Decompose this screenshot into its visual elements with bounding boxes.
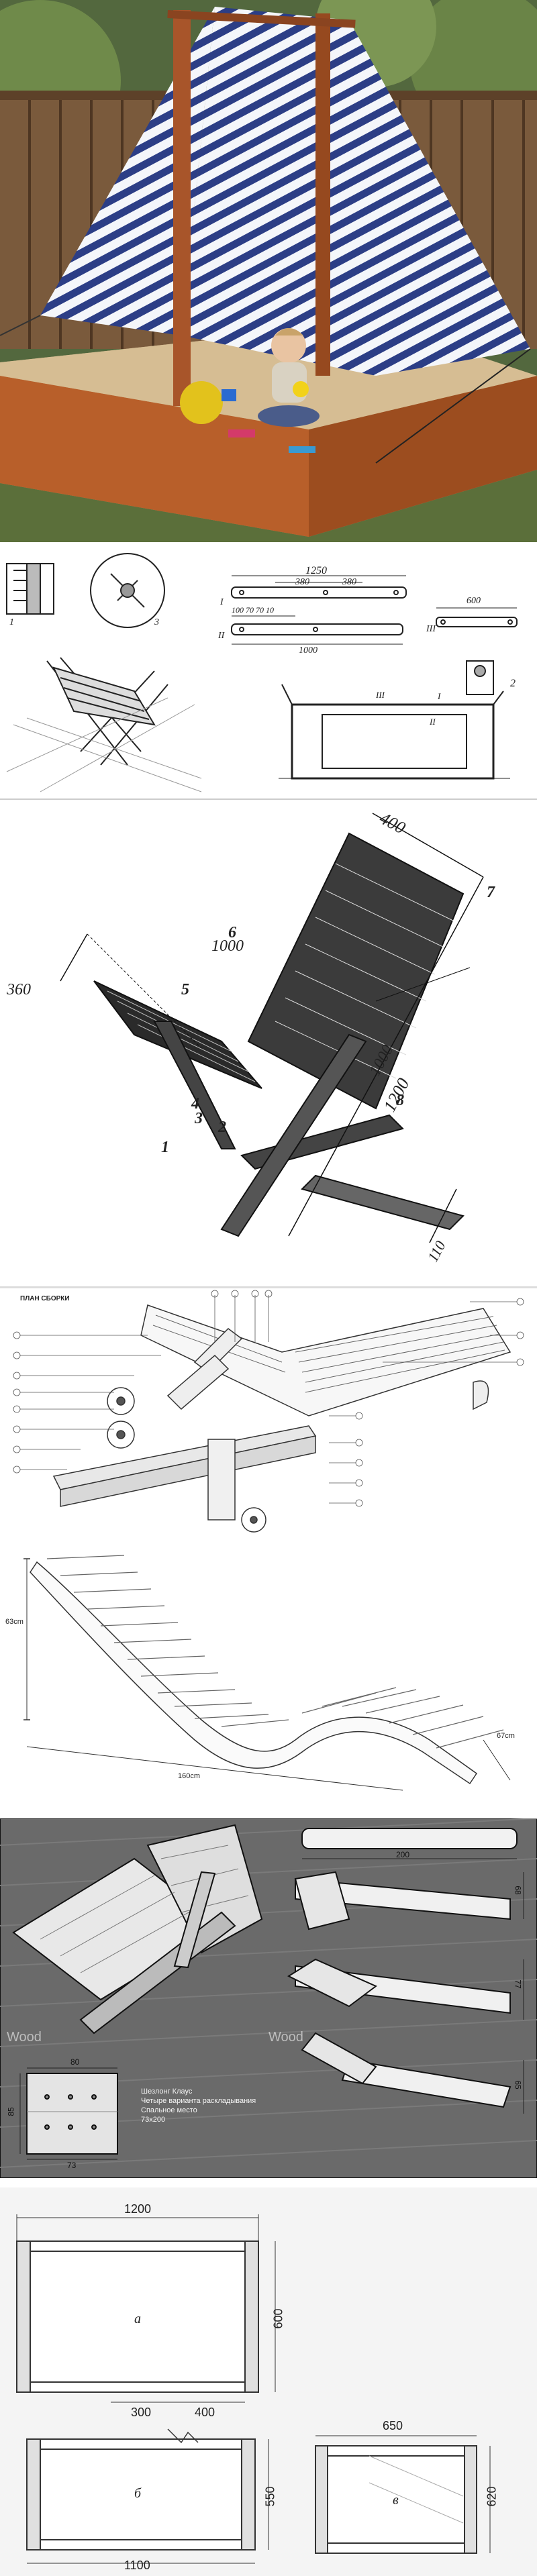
dim-73: 73: [67, 2161, 77, 2170]
curved-lounger-drawing: [23, 1555, 511, 1791]
label-detail-3: 3: [154, 617, 159, 627]
deck-chair-drawing: [6, 657, 202, 792]
label-detail-2: 2: [510, 678, 516, 689]
separator-1: [0, 542, 537, 550]
label-roman-III-frame: III: [376, 690, 385, 700]
deck-chair-sketch-panel: 1250 380 380 100 70 70 10 1000 600 I II …: [0, 550, 537, 798]
dim-650: 650: [383, 2419, 403, 2432]
caption-line-1: Шезлонг Клаус: [141, 2088, 193, 2096]
dim-length-160cm: 160cm: [178, 1772, 201, 1780]
part-7: 7: [487, 884, 495, 901]
deck-chair-sketch: [6, 553, 518, 792]
dim-80: 80: [70, 2057, 80, 2067]
part-6: 6: [228, 924, 236, 941]
sandbox-canopy-photo: [0, 0, 537, 542]
dim-height-63cm: 63cm: [5, 1618, 23, 1626]
dim-77: 77: [513, 1979, 523, 1989]
dim-1000-a: 1000: [211, 937, 244, 955]
dim-620: 620: [485, 2486, 499, 2507]
sandbox-photo-drawing: [0, 0, 537, 542]
assembly-plan-drawing: [13, 1290, 524, 1533]
assembly-plan-panel: ПЛАН СБОРКИ: [0, 1288, 537, 1539]
watermark-left: Wood: [7, 2030, 42, 2045]
dim-380-a: 380: [295, 577, 309, 587]
rail-I-drawing: [231, 575, 407, 599]
label-detail-1: 1: [9, 617, 14, 627]
dim-200: 200: [396, 1850, 410, 1859]
part-3: 3: [195, 1110, 203, 1127]
dim-1250: 1250: [305, 565, 327, 576]
separator-3: [0, 1286, 537, 1288]
dim-1100: 1100: [124, 2559, 150, 2572]
rail-II-drawing: [231, 615, 403, 645]
detail-3-drawing: [90, 553, 165, 628]
part-4: 4: [191, 1095, 199, 1113]
rail-III-drawing: [436, 607, 518, 627]
klaus-caption: Шезлонг Клаус Четыре варианта раскладыва…: [141, 2087, 256, 2124]
dim-600: 600: [467, 596, 481, 606]
dim-1200: 1200: [124, 2202, 152, 2216]
label-a: а: [134, 2312, 141, 2326]
separator-5: [0, 2178, 537, 2187]
dim-550: 550: [263, 2486, 277, 2507]
lounge-chair-drawing: [60, 813, 484, 1243]
dim-400: 400: [195, 2406, 215, 2419]
dim-1000: 1000: [299, 646, 318, 656]
frame-plans-drawing: [16, 2214, 491, 2564]
separator-4: [0, 1807, 537, 1818]
part-5: 5: [181, 981, 189, 998]
label-roman-III: III: [426, 624, 436, 634]
dim-600: 600: [271, 2308, 285, 2329]
curved-lounger-panel: 63cm 160cm 67cm: [0, 1539, 537, 1807]
dim-360: 360: [7, 981, 31, 998]
klaus-chaise-panel: 200 80 85 73 68 77 65 Wood Wood Шезлонг …: [0, 1818, 537, 2178]
label-b: б: [134, 2486, 142, 2501]
klaus-chaise-drawing: [0, 1818, 537, 2178]
label-roman-II-frame: II: [430, 717, 436, 727]
frame-assembly-drawing: [279, 660, 510, 780]
dim-68: 68: [513, 1886, 523, 1895]
dim-small-offsets: 100 70 70 10: [232, 605, 274, 615]
dim-width-67cm: 67cm: [497, 1732, 515, 1740]
part-2: 2: [218, 1119, 226, 1136]
frame-plans-panel: 1200 600 300 400 650 620 550 1100 а б в: [0, 2187, 537, 2576]
part-8: 8: [396, 1092, 404, 1109]
caption-line-2: Четыре варианта раскладывания: [141, 2097, 256, 2105]
dim-85: 85: [6, 2107, 16, 2116]
label-v: в: [393, 2493, 399, 2508]
lounge-chair-dimensions-panel: 400 360 1000 1000 1200 110 1 2 3 4 5 6 7…: [0, 800, 537, 1286]
dim-380-b: 380: [342, 577, 356, 587]
assembly-plan-title: ПЛАН СБОРКИ: [20, 1295, 70, 1302]
label-roman-I: I: [220, 597, 224, 607]
part-1: 1: [161, 1139, 169, 1156]
dim-65: 65: [513, 2080, 523, 2090]
dim-300: 300: [131, 2406, 152, 2419]
watermark-right: Wood: [268, 2030, 303, 2045]
separator-2: [0, 798, 537, 800]
label-roman-I-frame: I: [438, 691, 441, 701]
frame-b-drawing: [26, 2428, 269, 2564]
caption-line-3: Спальное место: [141, 2106, 197, 2114]
caption-line-4: 73х200: [141, 2116, 166, 2124]
label-roman-II: II: [218, 631, 225, 641]
frame-v-drawing: [315, 2435, 491, 2554]
frame-a-drawing: [16, 2214, 276, 2403]
